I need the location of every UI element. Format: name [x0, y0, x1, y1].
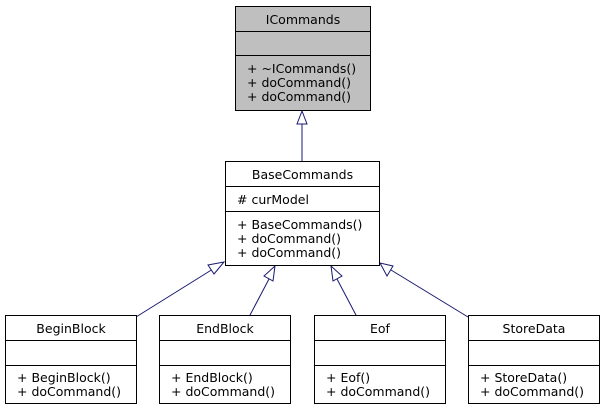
method-destructor: + ~ICommands(): [247, 61, 357, 76]
method-docommand: + doCommand(): [247, 89, 352, 104]
edge-arrowhead-beginblock: [207, 261, 226, 275]
class-storedata-attributes: [469, 341, 599, 366]
class-beginblock[interactable]: BeginBlock + BeginBlock() + doCommand(): [5, 315, 137, 404]
class-eof-name: Eof: [315, 316, 445, 341]
method-constructor: + EndBlock(): [171, 369, 253, 385]
edge-beginblock-to-basecommands: [135, 268, 214, 318]
edge-arrowhead-endblock: [263, 264, 276, 282]
class-beginblock-methods: + BeginBlock() + doCommand(): [6, 366, 136, 403]
method-constructor: + BeginBlock(): [17, 369, 111, 385]
edge-endblock-to-basecommands: [248, 278, 270, 318]
method-constructor: + BaseCommands(): [237, 216, 363, 232]
class-endblock[interactable]: EndBlock + EndBlock() + doCommand(): [159, 315, 291, 404]
class-storedata-methods: + StoreData() + doCommand(): [469, 366, 599, 403]
edge-arrowhead-storedata: [379, 262, 394, 278]
class-storedata-name: StoreData: [469, 316, 599, 341]
class-storedata[interactable]: StoreData + StoreData() + doCommand(): [468, 315, 600, 404]
edge-arrowhead-icommands: [296, 109, 308, 125]
class-eof[interactable]: Eof + Eof() + doCommand(): [314, 315, 446, 404]
class-name-label: ICommands: [265, 11, 341, 27]
class-basecommands-name: BaseCommands: [226, 162, 379, 187]
class-beginblock-attributes: [6, 341, 136, 366]
edge-arrowhead-eof: [330, 264, 343, 282]
class-basecommands[interactable]: BaseCommands # curModel + BaseCommands()…: [225, 161, 380, 266]
method-docommand: + doCommand(): [171, 383, 276, 399]
class-beginblock-name: BeginBlock: [6, 316, 136, 341]
class-icommands[interactable]: ICommands + ~ICommands() + doCommand() +…: [235, 6, 371, 111]
class-basecommands-methods: + BaseCommands() + doCommand() + doComma…: [226, 212, 379, 265]
class-name-label: EndBlock: [196, 320, 254, 336]
class-eof-methods: + Eof() + doCommand(): [315, 366, 445, 403]
class-name-label: BaseCommands: [251, 166, 354, 182]
class-endblock-methods: + EndBlock() + doCommand(): [160, 366, 290, 403]
method-docommand: + doCommand(): [247, 75, 352, 90]
edge-storedata-to-basecommands: [390, 269, 469, 318]
class-icommands-attributes: [236, 32, 370, 56]
class-endblock-attributes: [160, 341, 290, 366]
edge-eof-to-basecommands: [336, 278, 358, 318]
attribute-curmodel: # curModel: [237, 191, 309, 207]
method-docommand: + doCommand(): [237, 230, 342, 246]
method-constructor: + StoreData(): [480, 369, 568, 385]
class-name-label: BeginBlock: [36, 320, 106, 336]
method-docommand: + doCommand(): [17, 383, 122, 399]
class-name-label: Eof: [370, 320, 390, 336]
method-docommand: + doCommand(): [326, 383, 431, 399]
class-icommands-methods: + ~ICommands() + doCommand() + doCommand…: [236, 56, 370, 110]
class-name-label: StoreData: [502, 320, 566, 336]
class-endblock-name: EndBlock: [160, 316, 290, 341]
class-icommands-name: ICommands: [236, 7, 370, 32]
class-eof-attributes: [315, 341, 445, 366]
method-docommand: + doCommand(): [480, 383, 585, 399]
class-basecommands-attributes: # curModel: [226, 187, 379, 212]
method-constructor: + Eof(): [326, 369, 371, 385]
method-docommand: + doCommand(): [237, 244, 342, 260]
